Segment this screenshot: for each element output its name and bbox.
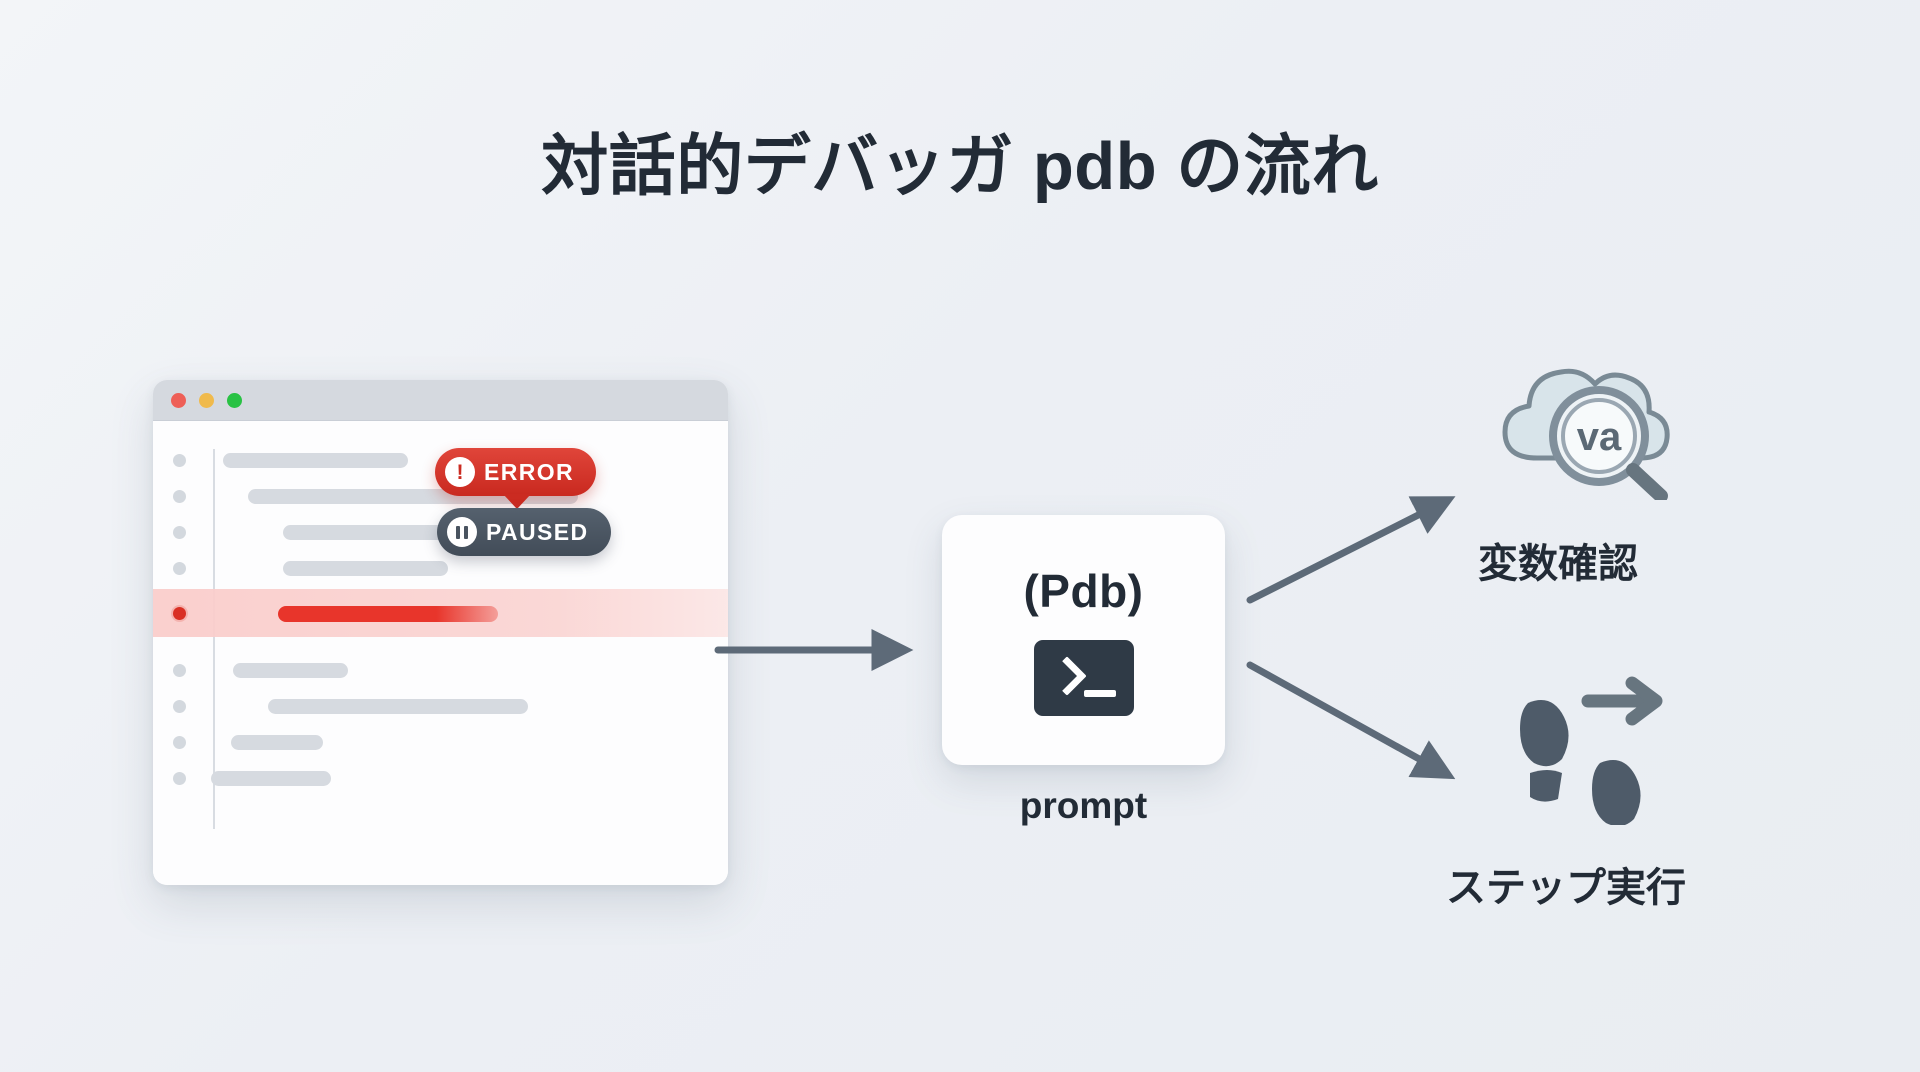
code-line-bar (233, 663, 348, 678)
code-line (153, 443, 728, 477)
branch-label-inspect-variables: 変数確認 (1478, 542, 1638, 586)
line-marker-icon (173, 772, 186, 785)
code-line (153, 761, 728, 795)
line-marker-icon (173, 700, 186, 713)
breakpoint-icon[interactable] (173, 607, 186, 620)
pdb-prompt-card: (Pdb) (942, 515, 1225, 765)
code-line (153, 515, 728, 549)
status-badge-paused-label: PAUSED (486, 518, 589, 545)
terminal-icon (1033, 640, 1134, 716)
status-badge-error-label: ERROR (484, 458, 575, 485)
branch-label-step-execution: ステップ実行 (1446, 866, 1686, 910)
code-line (153, 653, 728, 687)
pause-glyph (456, 525, 468, 539)
code-line-bar (283, 525, 488, 540)
line-marker-icon (173, 454, 186, 467)
code-line (153, 689, 728, 723)
code-line-bar (211, 771, 331, 786)
line-marker-icon (173, 664, 186, 677)
code-body (153, 421, 728, 885)
pause-circle-icon (447, 517, 477, 547)
code-line (153, 551, 728, 585)
status-badge-paused: PAUSED (437, 508, 611, 556)
gutter-rule (213, 449, 215, 829)
exclamation-glyph: ! (456, 460, 464, 484)
connector-prompt-to-step (1246, 661, 1456, 780)
code-line (153, 725, 728, 759)
window-titlebar (153, 380, 728, 421)
code-line-bar (231, 735, 323, 750)
code-line-bar (268, 699, 528, 714)
page-title: 対話的デバッガ pdb の流れ (541, 129, 1379, 204)
code-line-bar-error (278, 606, 498, 622)
svg-text:va: va (1577, 415, 1622, 459)
pdb-prompt-caption: prompt (1019, 785, 1148, 826)
connector-prompt-to-variables (1246, 496, 1456, 604)
code-line-bar (283, 561, 448, 576)
line-marker-icon (173, 526, 186, 539)
minimize-icon[interactable] (199, 393, 214, 408)
code-line-paused (153, 589, 728, 637)
pdb-prompt-value: (Pdb) (1023, 565, 1144, 617)
line-marker-icon (173, 490, 186, 503)
line-marker-icon (173, 736, 186, 749)
code-line-bar (223, 453, 408, 468)
line-marker-icon (173, 562, 186, 575)
maximize-icon[interactable] (227, 393, 242, 408)
terminal-underscore-glyph (1083, 690, 1116, 697)
footsteps-arrow-icon (1506, 675, 1686, 862)
close-icon[interactable] (171, 393, 186, 408)
terminal-chevron-glyph (1046, 656, 1087, 696)
exclamation-circle-icon: ! (445, 457, 475, 487)
cloud-magnifier-icon: va (1489, 340, 1679, 503)
status-badge-error: ! ERROR (435, 448, 597, 509)
